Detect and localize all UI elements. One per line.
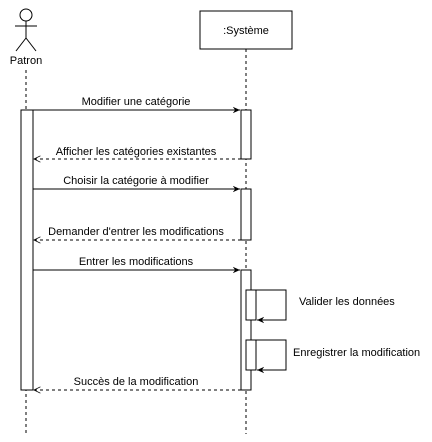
stick-figure-icon (15, 8, 37, 52)
message-entrer-modifications: Entrer les modifications (33, 256, 240, 274)
message-succes-modification: Succès de la modification (34, 376, 241, 390)
message-enregistrer-modification: Enregistrer la modification (251, 339, 420, 374)
activation-bar-system (240, 269, 252, 391)
message-label: Demander d'entrer les modifications (48, 226, 224, 238)
participant-box (199, 10, 293, 50)
message-label: Afficher les catégories existantes (56, 146, 217, 158)
activation-bar-self (245, 339, 257, 371)
message-valider-donnees: Valider les données (251, 289, 395, 324)
message-arrow (251, 339, 287, 374)
message-label: Succès de la modification (74, 376, 199, 388)
message-label: Entrer les modifications (79, 256, 194, 268)
message-modifier-categorie: Modifier une catégorie (33, 96, 240, 114)
participant-label: :Système (223, 25, 269, 37)
message-label: Modifier une catégorie (82, 96, 191, 108)
message-label: Valider les données (299, 296, 395, 308)
message-afficher-categories: Afficher les catégories existantes (34, 146, 241, 159)
activation-bar-system (240, 188, 252, 241)
participant-system: :Système (199, 10, 293, 50)
message-arrow (251, 289, 287, 324)
activation-bar-self (245, 289, 257, 321)
message-label: Choisir la catégorie à modifier (63, 175, 209, 187)
activation-bar-patron (20, 109, 34, 391)
message-label: Enregistrer la modification (293, 347, 420, 359)
actor-label: Patron (10, 55, 42, 67)
activation-bar-system (240, 109, 252, 160)
message-demander-modifications: Demander d'entrer les modifications (34, 226, 241, 240)
message-choisir-categorie: Choisir la catégorie à modifier (33, 175, 240, 193)
actor-patron: Patron (10, 8, 42, 67)
